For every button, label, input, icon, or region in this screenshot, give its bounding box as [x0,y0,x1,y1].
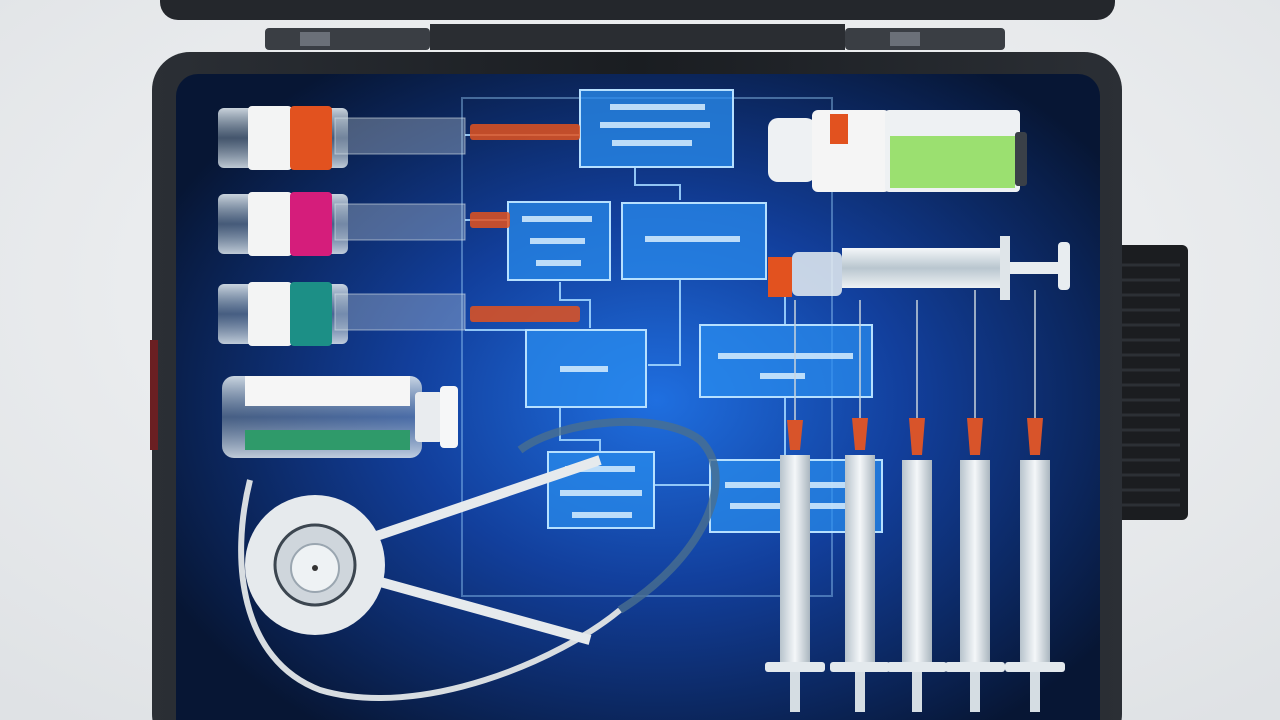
case-hinges [265,24,1005,50]
vial-magenta [218,192,510,256]
syringe-3 [887,300,947,712]
syringe-icon [768,236,1070,300]
syringe-4 [945,290,1005,712]
case-lid-edge [160,0,1115,20]
syringe-5 [1005,290,1065,712]
medicine-bottle-icon [222,376,458,458]
vial-orange [218,106,580,170]
syringe-2 [830,300,890,712]
vial-teal [218,282,580,346]
case-side-handle [1108,245,1188,520]
case-latch [150,340,158,450]
medicine-bottle-top-right [768,110,1027,192]
stethoscope-icon [238,417,720,701]
syringe-1 [765,300,825,712]
